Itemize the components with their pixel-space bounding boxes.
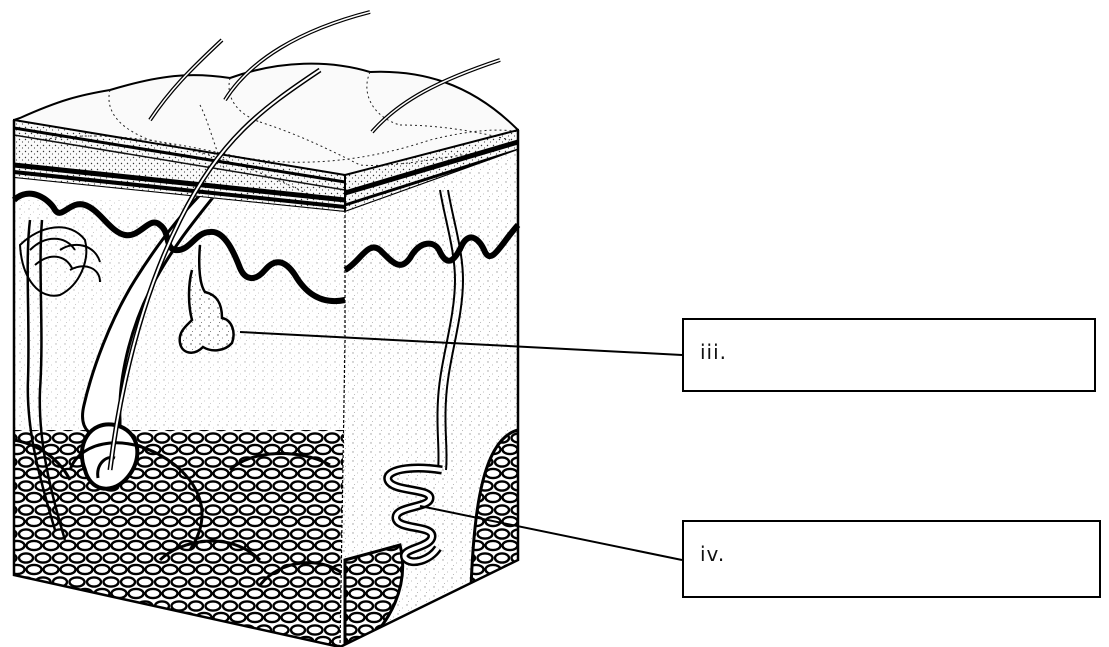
label-text-iv: iv. [700, 542, 725, 566]
label-box-iii[interactable]: iii. [682, 318, 1096, 392]
label-box-iv[interactable]: iv. [682, 520, 1101, 598]
front-face [0, 170, 360, 647]
label-text-iii: iii. [700, 340, 727, 364]
